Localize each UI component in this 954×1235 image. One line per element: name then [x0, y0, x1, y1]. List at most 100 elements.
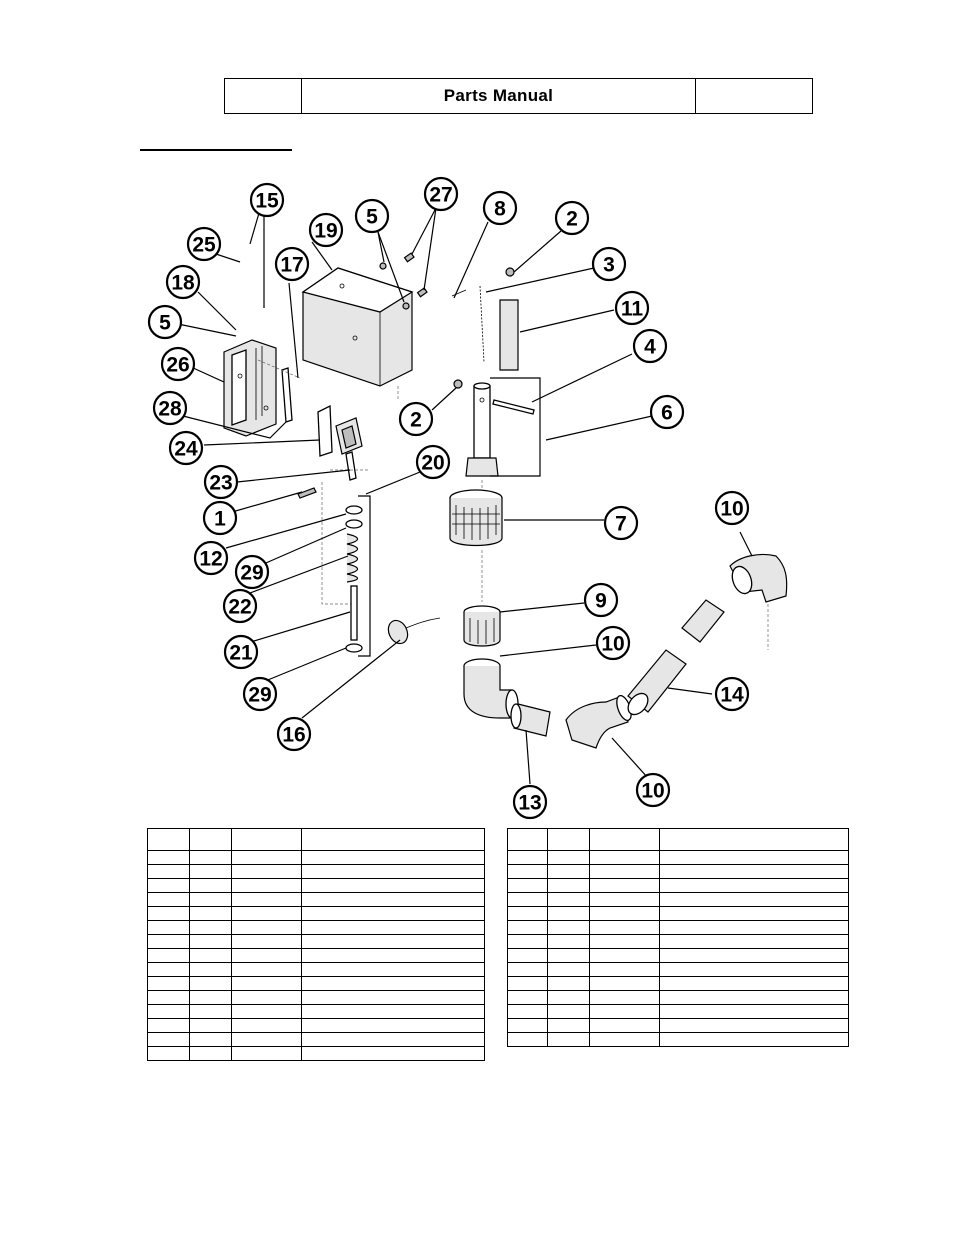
left-table-cell — [231, 828, 302, 851]
right-table-cell — [547, 1032, 590, 1047]
svg-text:10: 10 — [641, 780, 664, 803]
header-left-cell — [225, 79, 302, 113]
right-table-cell — [589, 850, 660, 865]
right-table-cell — [589, 934, 660, 949]
elbow-fitting-upper-right — [729, 553, 788, 650]
table-row — [147, 1004, 485, 1019]
callout-c25: 25 — [186, 226, 222, 262]
left-table-cell — [231, 1046, 302, 1061]
svg-text:5: 5 — [159, 312, 171, 335]
right-table-cell — [659, 990, 849, 1005]
left-table-cell — [189, 962, 232, 977]
svg-text:13: 13 — [518, 792, 541, 815]
table-row — [147, 1032, 485, 1047]
strainer-basket-part — [449, 489, 503, 602]
svg-text:25: 25 — [192, 234, 216, 257]
callout-c18: 18 — [165, 264, 201, 300]
left-table-cell — [231, 878, 302, 893]
left-table-cell — [301, 1004, 485, 1019]
table-row — [507, 976, 849, 991]
page-title: Parts Manual — [302, 79, 696, 113]
svg-text:27: 27 — [429, 184, 452, 207]
right-table-cell — [507, 1004, 548, 1019]
svg-text:29: 29 — [240, 562, 263, 585]
left-table-cell — [147, 1046, 190, 1061]
left-table-cell — [189, 990, 232, 1005]
left-table-cell — [147, 850, 190, 865]
right-table-cell — [589, 976, 660, 991]
right-table-cell — [507, 934, 548, 949]
left-table-cell — [189, 920, 232, 935]
table-row — [147, 906, 485, 921]
callout-c4: 4 — [632, 328, 668, 364]
svg-text:11: 11 — [621, 298, 644, 321]
callout-c3: 3 — [591, 246, 627, 282]
svg-text:2: 2 — [410, 409, 422, 432]
left-table-cell — [189, 1032, 232, 1047]
left-table-cell — [301, 864, 485, 879]
right-table-cell — [589, 920, 660, 935]
svg-text:4: 4 — [644, 336, 656, 359]
bracket-part — [223, 339, 277, 437]
right-table-cell — [659, 948, 849, 963]
table-row — [147, 948, 485, 963]
elbow-fitting-lower-left — [463, 658, 519, 719]
left-table-cell — [147, 962, 190, 977]
right-table-cell — [547, 976, 590, 991]
left-table-cell — [147, 1004, 190, 1019]
right-table-cell — [659, 906, 849, 921]
left-table-cell — [147, 1032, 190, 1047]
callout-c10a: 10 — [714, 490, 750, 526]
callout-c23: 23 — [203, 464, 239, 500]
svg-text:7: 7 — [615, 513, 627, 536]
callout-c20: 20 — [415, 444, 451, 480]
svg-text:6: 6 — [661, 402, 673, 425]
right-table-cell — [589, 990, 660, 1005]
right-table-cell — [547, 920, 590, 935]
callout-c9: 9 — [583, 582, 619, 618]
right-table-cell — [507, 864, 548, 879]
table-row — [147, 962, 485, 977]
callout-c1: 1 — [202, 500, 238, 536]
left-table-cell — [147, 934, 190, 949]
left-table-cell — [147, 1018, 190, 1033]
right-table-cell — [507, 850, 548, 865]
left-table-cell — [301, 1046, 485, 1061]
callout-c10c: 10 — [635, 772, 671, 808]
left-table-cell — [147, 878, 190, 893]
right-table-cell — [547, 990, 590, 1005]
right-table-cell — [659, 920, 849, 935]
left-table-cell — [301, 920, 485, 935]
svg-text:10: 10 — [720, 498, 743, 521]
svg-text:29: 29 — [248, 684, 271, 707]
left-table-cell — [189, 864, 232, 879]
left-table-cell — [189, 1004, 232, 1019]
cover-box-part — [301, 267, 414, 400]
callout-c27: 27 — [423, 176, 459, 212]
right-table-cell — [589, 948, 660, 963]
right-table-cell — [589, 892, 660, 907]
callout-c28: 28 — [152, 390, 188, 426]
svg-text:8: 8 — [494, 198, 506, 221]
svg-text:3: 3 — [603, 254, 615, 277]
callout-c11: 11 — [614, 290, 650, 326]
left-table-cell — [189, 906, 232, 921]
left-table-cell — [231, 864, 302, 879]
table-row — [147, 1018, 485, 1033]
left-table-cell — [231, 1004, 302, 1019]
table-row — [147, 864, 485, 879]
left-table-cell — [147, 892, 190, 907]
callout-c22: 22 — [222, 588, 258, 624]
right-table-cell — [547, 864, 590, 879]
table-row — [147, 878, 485, 893]
table-row — [507, 962, 849, 977]
svg-text:24: 24 — [174, 438, 198, 461]
svg-text:28: 28 — [158, 398, 182, 421]
right-table-cell — [507, 892, 548, 907]
cover-screws — [379, 252, 428, 310]
left-table-cell — [301, 906, 485, 921]
right-table-cell — [589, 828, 660, 851]
right-table-cell — [547, 906, 590, 921]
float-rod-assembly — [321, 469, 371, 657]
table-row — [147, 990, 485, 1005]
